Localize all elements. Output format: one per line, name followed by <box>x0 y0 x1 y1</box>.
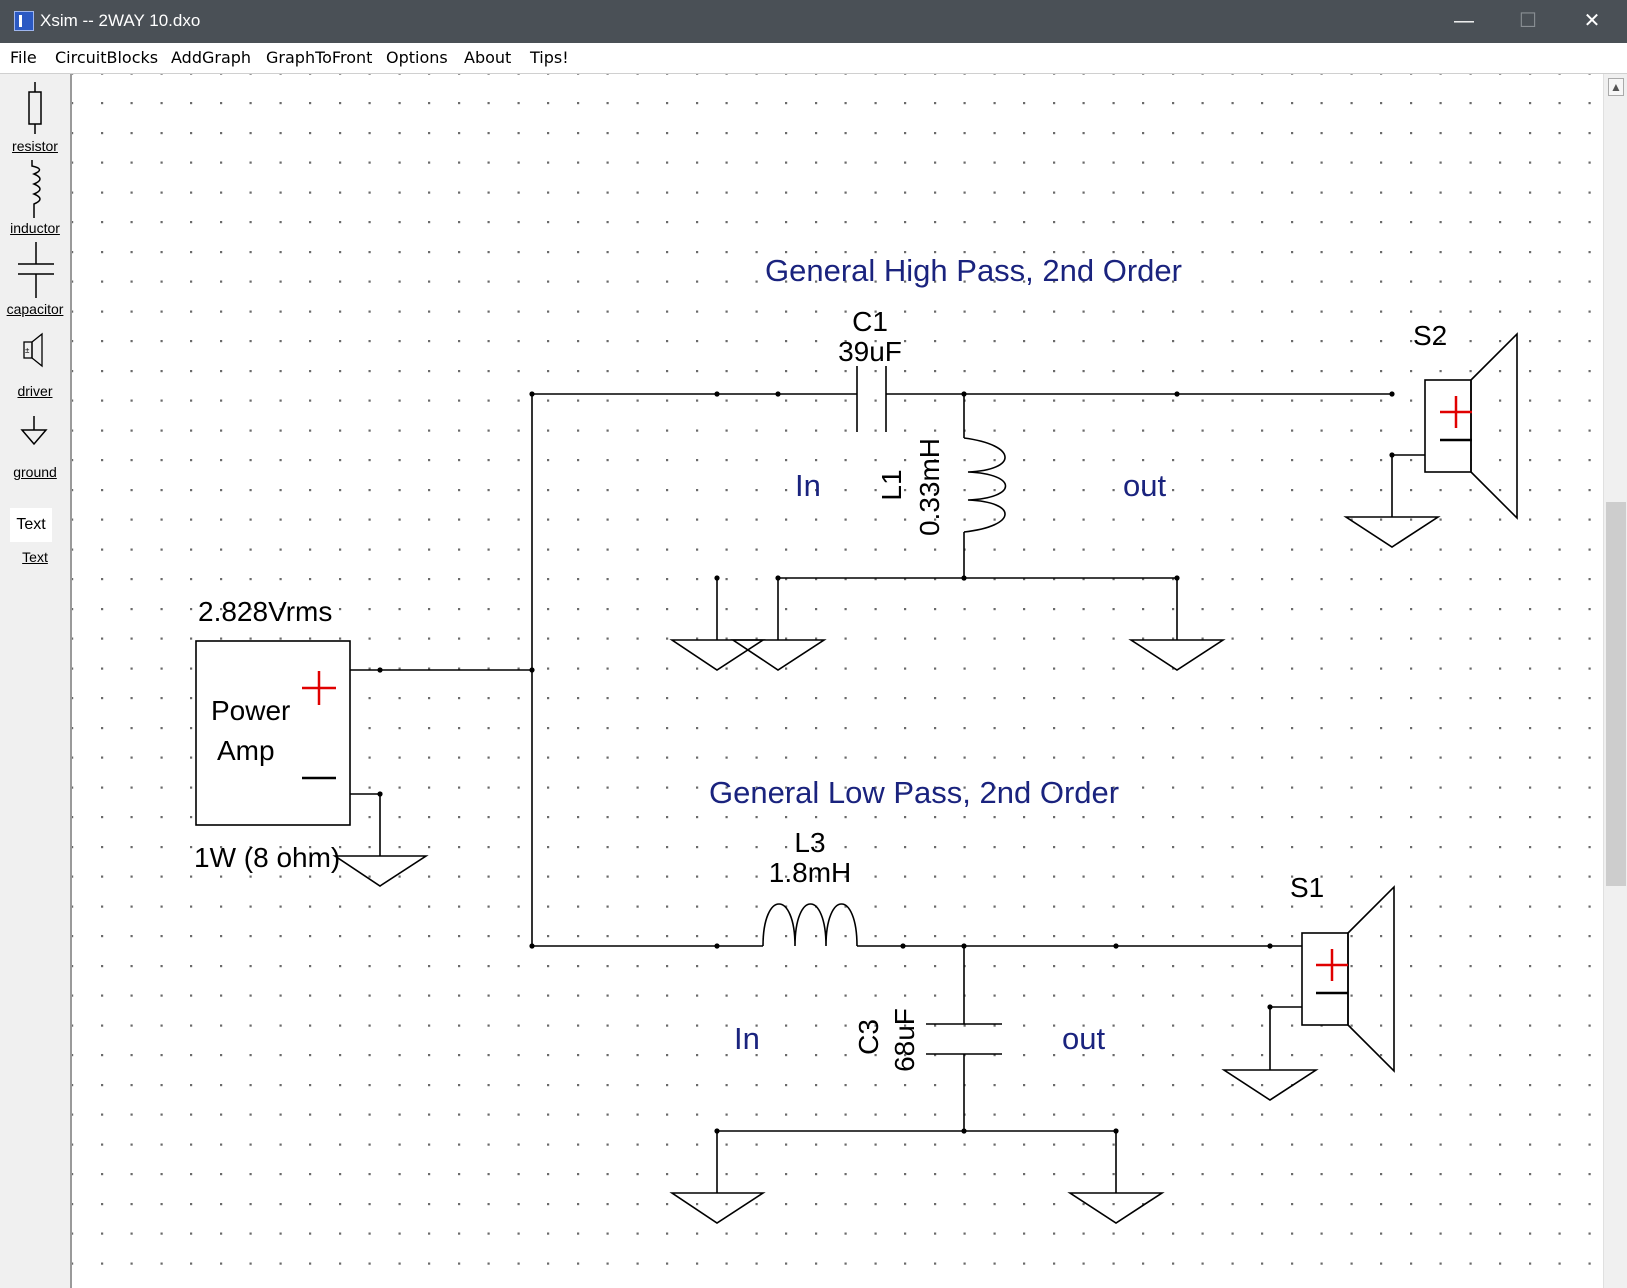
high-pass-out-label: out <box>1123 468 1166 503</box>
high-pass-title: General High Pass, 2nd Order <box>765 253 1182 288</box>
c1-value: 39uF <box>838 336 902 367</box>
menu-tips[interactable]: Tips! <box>530 48 569 67</box>
low-pass-title: General Low Pass, 2nd Order <box>709 775 1119 810</box>
menu-graphtofront[interactable]: GraphToFront <box>266 48 373 67</box>
tool-capacitor[interactable]: capacitor <box>6 301 64 317</box>
l1-value: 0.33mH <box>914 438 945 536</box>
low-pass-out-label: out <box>1062 1021 1105 1056</box>
menu-addgraph[interactable]: AddGraph <box>171 48 252 67</box>
tool-resistor[interactable]: resistor <box>12 138 58 154</box>
speaker-s2[interactable] <box>1424 332 1518 520</box>
power-amp[interactable] <box>195 640 351 826</box>
inductor-icon[interactable] <box>20 160 54 218</box>
svg-text:±: ± <box>25 346 30 355</box>
s2-label: S2 <box>1413 320 1447 351</box>
minimize-button[interactable]: — <box>1454 10 1474 32</box>
scroll-thumb[interactable] <box>1606 502 1626 886</box>
tool-text[interactable]: Text <box>22 549 48 565</box>
c1-name: C1 <box>852 306 888 337</box>
wires <box>350 366 1425 1193</box>
close-button[interactable]: ✕ <box>1583 10 1601 32</box>
capacitor-icon[interactable] <box>16 242 56 298</box>
component-toolbox: resistor inductor capacitor ± driver gro… <box>0 74 72 1288</box>
schematic-canvas[interactable]: General High Pass, 2nd Order C1 39uF L1 … <box>72 74 1603 1288</box>
l3-value: 1.8mH <box>769 857 851 888</box>
speaker-driver-icon[interactable]: ± <box>18 332 48 368</box>
title-bar: Xsim -- 2WAY 10.dxo — ☐ ✕ <box>0 0 1627 43</box>
l1-name: L1 <box>876 469 907 500</box>
window-title: Xsim -- 2WAY 10.dxo <box>40 11 201 30</box>
maximize-button[interactable]: ☐ <box>1519 10 1537 32</box>
scroll-up-arrow-icon[interactable]: ▲ <box>1608 78 1624 96</box>
app-icon <box>14 11 34 31</box>
amp-label-line1: Power <box>211 695 290 726</box>
high-pass-in-label: In <box>795 468 821 503</box>
menu-bar: File CircuitBlocks AddGraph GraphToFront… <box>0 43 1627 74</box>
resistor-icon[interactable] <box>20 82 50 134</box>
junction-dots <box>377 391 1395 1134</box>
tool-inductor[interactable]: inductor <box>10 220 60 236</box>
tool-ground[interactable]: ground <box>13 464 57 480</box>
schematic-drawing: General High Pass, 2nd Order C1 39uF L1 … <box>72 74 1603 1288</box>
speaker-s1[interactable] <box>1301 885 1395 1073</box>
l3-name: L3 <box>794 827 825 858</box>
s1-label: S1 <box>1290 872 1324 903</box>
ground-symbols <box>332 516 1441 1224</box>
tool-driver[interactable]: driver <box>17 383 53 399</box>
c3-name: C3 <box>853 1019 884 1055</box>
menu-circuitblocks[interactable]: CircuitBlocks <box>55 48 159 67</box>
amp-power-label: 1W (8 ohm) <box>194 842 340 873</box>
low-pass-in-label: In <box>734 1021 760 1056</box>
amp-label-line2: Amp <box>217 735 275 766</box>
menu-options[interactable]: Options <box>386 48 448 67</box>
menu-file[interactable]: File <box>10 48 37 67</box>
ground-icon[interactable] <box>20 416 50 448</box>
c3-value: 68uF <box>889 1008 920 1072</box>
menu-about[interactable]: About <box>464 48 512 67</box>
vertical-scrollbar[interactable]: ▲ <box>1603 74 1627 1288</box>
text-tool-icon[interactable]: Text <box>10 508 52 542</box>
amp-voltage-label: 2.828Vrms <box>198 596 332 627</box>
